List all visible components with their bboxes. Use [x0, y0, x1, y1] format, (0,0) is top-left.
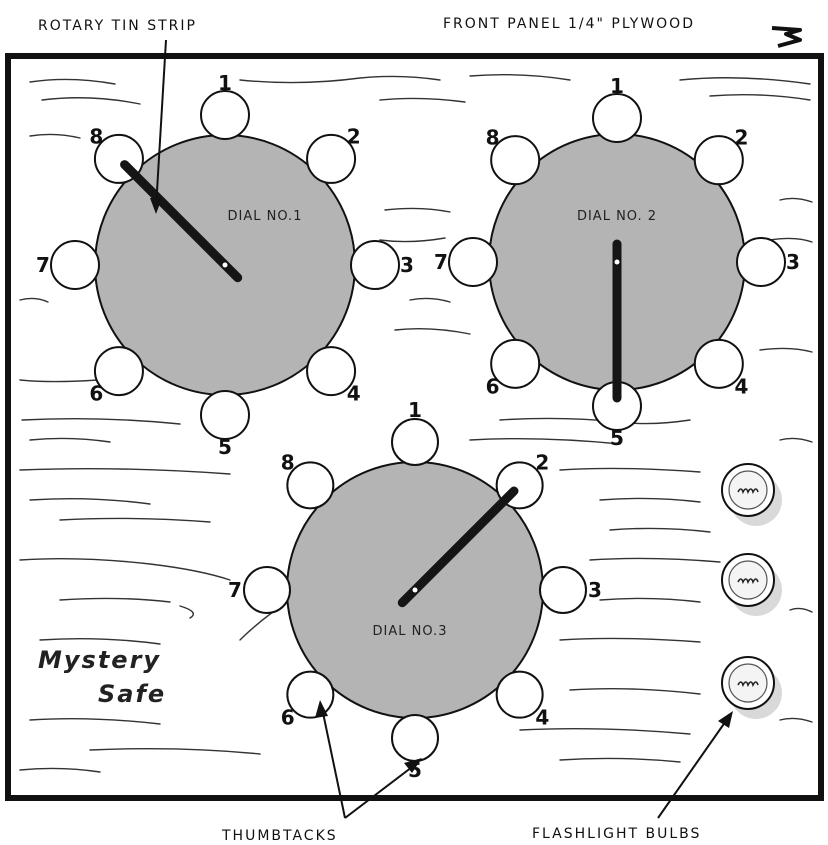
thumbtacks-label: THUMBTACKS [221, 828, 338, 844]
thumbtack-2[interactable] [306, 133, 357, 184]
position-number-7: 7 [434, 250, 448, 274]
rotary-tin-strip-label: ROTARY TIN STRIP [38, 18, 197, 34]
thumbtacks-arrow-b-icon [404, 758, 422, 773]
position-number-1: 1 [218, 71, 232, 95]
position-number-5: 5 [610, 426, 624, 450]
dial-1[interactable]: DIAL NO.1 1 2 3 4 5 6 7 8 [36, 71, 414, 459]
position-number-5: 5 [218, 435, 232, 459]
position-number-6: 6 [281, 705, 295, 729]
position-number-7: 7 [36, 253, 50, 277]
bulb-filament-icon [737, 578, 759, 585]
position-number-6: 6 [486, 374, 500, 398]
position-number-1: 1 [408, 398, 422, 422]
flashlight-bulb-1 [721, 463, 782, 526]
title-line-2: Safe [98, 680, 166, 708]
thumbtacks-leader-a [321, 707, 346, 819]
position-number-8: 8 [281, 451, 295, 475]
position-number-8: 8 [486, 126, 500, 150]
rotary-tin-strip-leader [155, 39, 167, 209]
dial-2[interactable]: DIAL NO. 2 1 2 3 4 5 6 7 8 [434, 74, 800, 450]
thumbtack-7[interactable] [50, 240, 100, 290]
front-panel-arrow-icon [771, 26, 802, 48]
flashlight-bulbs-leader [657, 717, 729, 819]
rotary-tin-strip-arrow-icon [150, 198, 162, 214]
position-number-3: 3 [400, 253, 414, 277]
position-number-7: 7 [228, 578, 242, 602]
bulb-filament-icon [737, 681, 759, 688]
position-number-3: 3 [588, 578, 602, 602]
position-number-2: 2 [535, 451, 549, 475]
flashlight-bulbs-label: FLASHLIGHT BULBS [532, 826, 701, 842]
thumbtack-3[interactable] [539, 566, 587, 614]
dial-name-label: DIAL NO. 2 [577, 209, 657, 224]
callout-arrows [150, 39, 733, 819]
position-number-2: 2 [734, 126, 748, 150]
thumbtack-1[interactable] [592, 93, 642, 143]
thumbtack-4[interactable] [306, 346, 357, 397]
thumbtack-4[interactable] [495, 670, 544, 719]
thumbtacks-leader-b [344, 763, 417, 819]
thumbtack-6[interactable] [93, 346, 144, 397]
position-number-1: 1 [610, 74, 624, 98]
thumbtack-8[interactable] [286, 461, 335, 510]
flashlight-bulbs [721, 463, 782, 719]
position-number-4: 4 [347, 382, 361, 406]
thumbtack-5[interactable] [391, 714, 439, 762]
bulb-filament-icon [737, 488, 759, 495]
position-number-4: 4 [535, 705, 549, 729]
thumbtack-1[interactable] [391, 418, 439, 466]
wood-grain [19, 73, 813, 773]
position-number-4: 4 [734, 374, 748, 398]
position-number-2: 2 [347, 124, 361, 148]
thumbtack-3[interactable] [350, 240, 400, 290]
pointer-pivot [614, 259, 620, 265]
thumbtacks-arrow-a-icon [315, 700, 328, 718]
front-panel-label: FRONT PANEL 1/4" PLYWOOD [443, 16, 695, 32]
thumbtack-3[interactable] [736, 237, 786, 287]
thumbtack-5[interactable] [200, 390, 250, 440]
flashlight-bulbs-arrow-icon [718, 711, 733, 728]
rotary-pointer[interactable] [397, 486, 519, 608]
rotary-pointer[interactable] [120, 160, 243, 283]
position-number-6: 6 [89, 382, 103, 406]
position-number-3: 3 [786, 250, 800, 274]
dial-name-label: DIAL NO.3 [373, 624, 448, 639]
flashlight-bulb-2 [721, 553, 782, 616]
thumbtack-7[interactable] [243, 566, 291, 614]
pointer-pivot [222, 262, 228, 268]
pointer-pivot [412, 587, 418, 593]
thumbtack-8[interactable] [490, 135, 541, 186]
thumbtack-4[interactable] [693, 338, 744, 389]
position-number-8: 8 [89, 124, 103, 148]
thumbtack-1[interactable] [200, 90, 250, 140]
thumbtack-2[interactable] [693, 135, 744, 186]
title-line-1: Mystery [38, 646, 161, 674]
thumbtack-7[interactable] [448, 237, 498, 287]
flashlight-bulb-3 [721, 656, 782, 719]
dial-name-label: DIAL NO.1 [228, 209, 303, 224]
thumbtack-6[interactable] [490, 338, 541, 389]
